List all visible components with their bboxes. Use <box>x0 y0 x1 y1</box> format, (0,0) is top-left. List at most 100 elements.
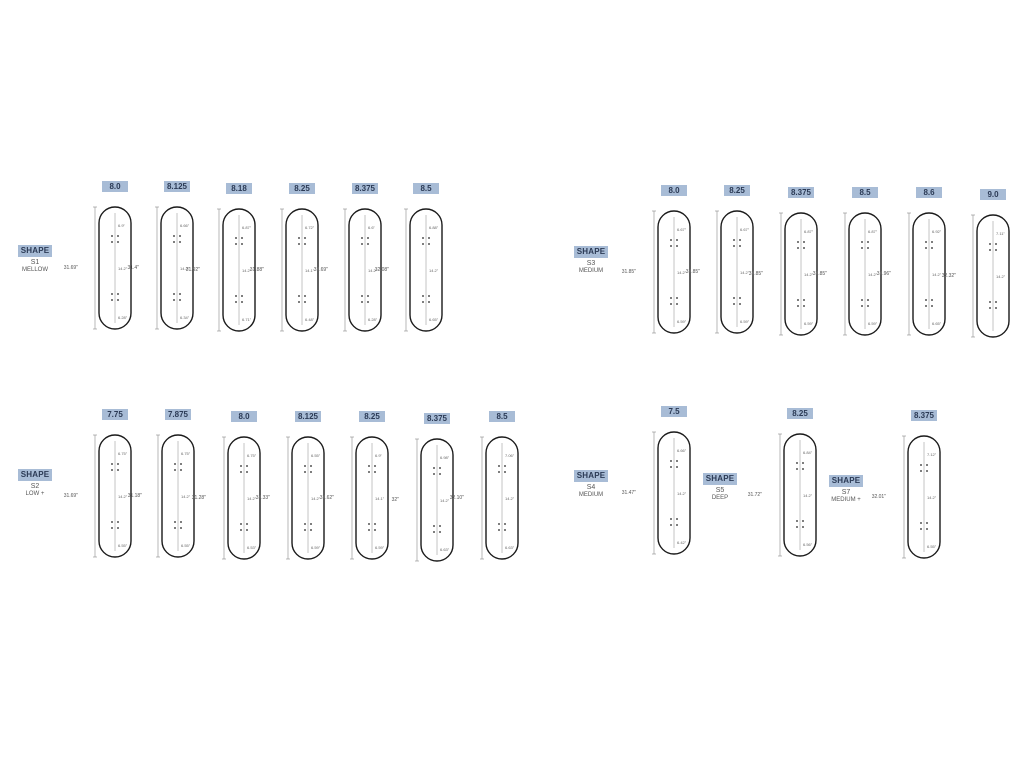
shape-code: S7 <box>841 489 851 496</box>
tail-measurement: 6.59" <box>868 321 878 326</box>
truck-bolt-holes <box>304 529 306 531</box>
truck-bolt-holes <box>433 525 435 527</box>
board-width-label: 8.125 <box>164 181 190 192</box>
wheelbase-measurement: 14.1" <box>375 496 385 501</box>
nose-measurement: 6.75" <box>118 451 128 456</box>
shape-description: LOW + <box>25 491 45 497</box>
shape-description: MELLOW <box>21 267 48 273</box>
truck-bolt-holes <box>995 249 997 251</box>
truck-bolt-holes <box>802 520 804 522</box>
tail-measurement: 6.34" <box>180 315 190 320</box>
nose-measurement: 6.84" <box>803 450 813 455</box>
nose-measurement: 6.66" <box>677 448 687 453</box>
truck-bolt-holes <box>235 301 237 303</box>
truck-bolt-holes <box>304 237 306 239</box>
board-width-label: 8.0 <box>661 185 687 196</box>
truck-bolt-holes <box>422 243 424 245</box>
truck-bolt-holes <box>802 526 804 528</box>
truck-bolt-holes <box>179 241 181 243</box>
deck-length-label: 31.69" <box>63 265 78 271</box>
truck-bolt-holes <box>931 305 933 307</box>
shape-badge: SHAPE <box>18 469 52 481</box>
deck-length-label: 31.92" <box>185 267 200 273</box>
truck-bolt-holes <box>111 469 113 471</box>
deck-length-label: 31.85" <box>685 269 700 275</box>
board-width-label: 8.0 <box>231 411 257 422</box>
truck-bolt-holes <box>670 239 672 241</box>
truck-bolt-holes <box>180 463 182 465</box>
truck-bolt-holes <box>117 521 119 523</box>
nose-measurement: 6.88" <box>429 225 439 230</box>
truck-bolt-holes <box>867 299 869 301</box>
wheelbase-measurement: 14.2" <box>677 491 687 496</box>
truck-bolt-holes <box>367 301 369 303</box>
deck-length-label: 31.85" <box>748 271 763 277</box>
board-width-label: 8.25 <box>289 183 315 194</box>
truck-bolt-holes <box>428 237 430 239</box>
truck-bolt-holes <box>739 239 741 241</box>
truck-bolt-holes <box>796 468 798 470</box>
tail-measurement: 6.48" <box>305 317 315 322</box>
truck-bolt-holes <box>241 243 243 245</box>
nose-measurement: 6.72" <box>305 225 315 230</box>
truck-bolt-holes <box>797 247 799 249</box>
truck-bolt-holes <box>920 528 922 530</box>
board-width-label: 8.375 <box>352 183 378 194</box>
wheelbase-measurement: 14.2" <box>368 268 378 273</box>
truck-bolt-holes <box>246 465 248 467</box>
truck-bolt-holes <box>733 303 735 305</box>
truck-bolt-holes <box>374 529 376 531</box>
truck-bolt-holes <box>733 297 735 299</box>
truck-bolt-holes <box>298 301 300 303</box>
truck-bolt-holes <box>739 303 741 305</box>
truck-bolt-holes <box>180 527 182 529</box>
deck-length-label: 31.28" <box>191 495 206 501</box>
tail-measurement: 6.55" <box>181 543 191 548</box>
truck-bolt-holes <box>310 471 312 473</box>
truck-bolt-holes <box>796 526 798 528</box>
board-width-label: 8.18 <box>226 183 252 194</box>
nose-measurement: 6.87" <box>868 229 878 234</box>
nose-measurement: 6.66" <box>180 223 190 228</box>
truck-bolt-holes <box>797 299 799 301</box>
truck-bolt-holes <box>367 295 369 297</box>
board-width-label: 8.6 <box>916 187 942 198</box>
truck-bolt-holes <box>428 243 430 245</box>
nose-measurement: 6.98" <box>440 455 450 460</box>
deck-length-label: 31.33" <box>255 495 270 501</box>
truck-bolt-holes <box>926 528 928 530</box>
shape-description: MEDIUM <box>578 268 604 274</box>
shape-badge: SHAPE <box>574 470 608 482</box>
truck-bolt-holes <box>796 462 798 464</box>
truck-bolt-holes <box>241 301 243 303</box>
wheelbase-measurement: 14.2" <box>429 268 439 273</box>
truck-bolt-holes <box>989 249 991 251</box>
nose-measurement: 6.87" <box>804 229 814 234</box>
tail-measurement: 6.59" <box>740 319 750 324</box>
deck-length-label: 31.62" <box>319 495 334 501</box>
truck-bolt-holes <box>739 297 741 299</box>
truck-bolt-holes <box>310 465 312 467</box>
truck-bolt-holes <box>989 243 991 245</box>
truck-bolt-holes <box>111 241 113 243</box>
truck-bolt-holes <box>111 521 113 523</box>
board-width-label: 8.375 <box>424 413 450 424</box>
board-width-label: 8.25 <box>787 408 813 419</box>
truck-bolt-holes <box>240 523 242 525</box>
truck-bolt-holes <box>241 237 243 239</box>
truck-bolt-holes <box>174 527 176 529</box>
truck-bolt-holes <box>931 247 933 249</box>
board-width-label: 8.5 <box>413 183 439 194</box>
truck-bolt-holes <box>174 521 176 523</box>
tail-measurement: 6.59" <box>804 321 814 326</box>
shape-description: MEDIUM + <box>831 497 861 503</box>
shape-badge: SHAPE <box>18 245 52 257</box>
shape-code: S5 <box>715 487 725 494</box>
truck-bolt-holes <box>361 243 363 245</box>
shape-code: S3 <box>586 260 596 267</box>
truck-bolt-holes <box>180 469 182 471</box>
nose-measurement: 6.92" <box>932 229 942 234</box>
truck-bolt-holes <box>670 303 672 305</box>
tail-measurement: 6.71" <box>242 317 252 322</box>
